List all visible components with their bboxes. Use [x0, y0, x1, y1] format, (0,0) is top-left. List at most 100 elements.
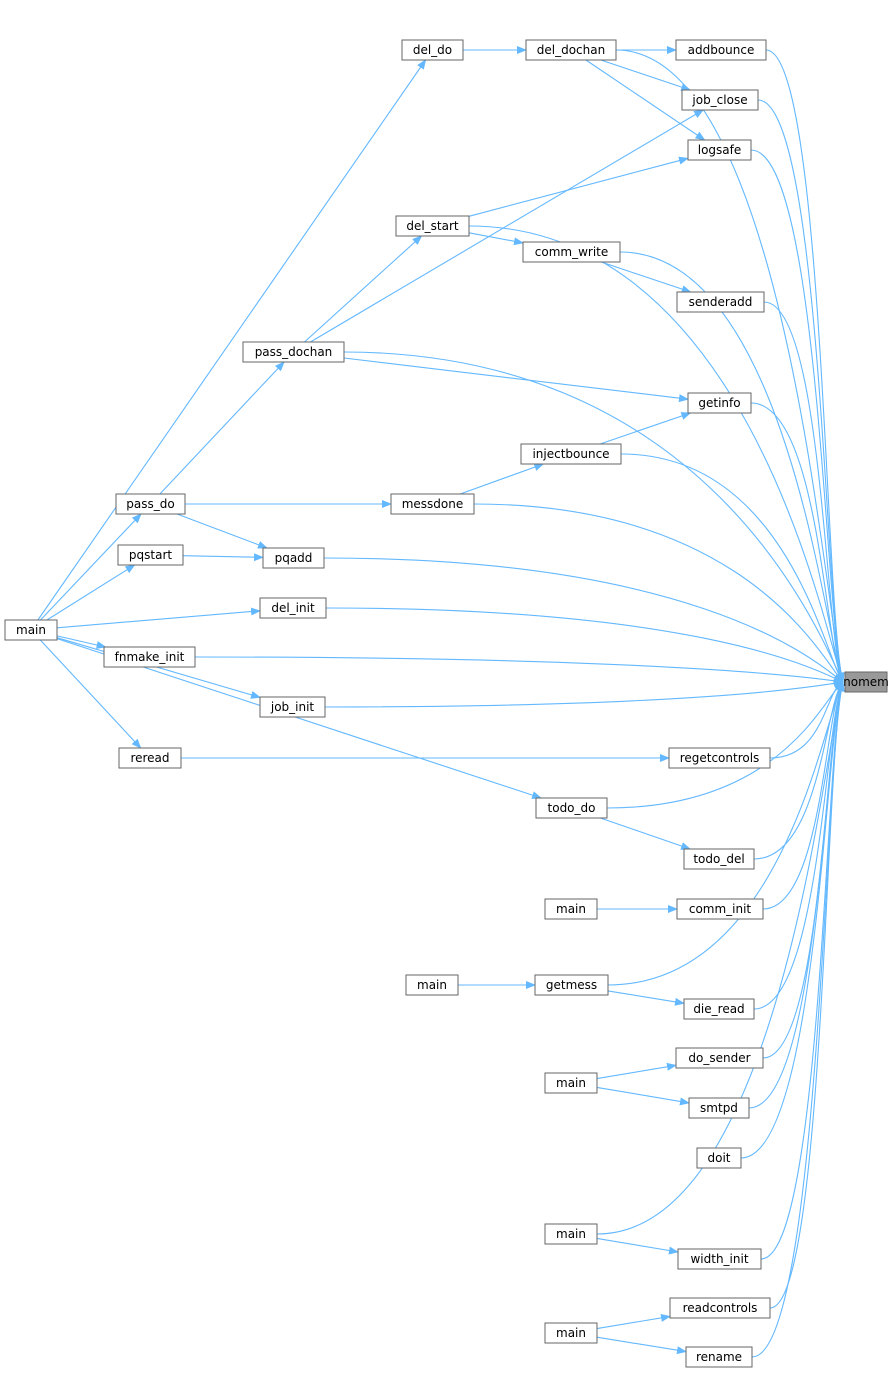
edge-main4-to-smtpd	[596, 1086, 690, 1106]
node-label: main	[16, 623, 46, 637]
node-main1[interactable]: main	[4, 619, 58, 641]
node-getmess[interactable]: getmess	[534, 974, 609, 996]
node-box	[677, 1248, 762, 1270]
edge-doit-to-nomem	[740, 681, 844, 1159]
node-label: readcontrols	[683, 1301, 758, 1315]
node-die_read[interactable]: die_read	[683, 998, 755, 1020]
edge-del_start-to-comm_write	[468, 232, 524, 246]
node-label: nomem	[843, 675, 889, 689]
node-pass_dochan[interactable]: pass_dochan	[242, 341, 345, 363]
edge-job_init-to-nomem	[324, 679, 844, 708]
node-label: width_init	[690, 1252, 748, 1266]
edge-main1-to-fnmake_init	[56, 635, 107, 649]
node-messdone[interactable]: messdone	[390, 493, 475, 515]
edge-todo_del-to-nomem	[753, 681, 844, 860]
edge-rename-to-nomem	[751, 681, 845, 1358]
edge-pass_dochan-to-getinfo	[343, 357, 689, 403]
node-box	[675, 39, 767, 61]
node-getinfo[interactable]: getinfo	[687, 392, 752, 414]
edge-getmess-to-nomem	[607, 681, 844, 986]
edge-del_init-to-nomem	[325, 607, 844, 683]
node-box	[535, 797, 608, 819]
node-doit[interactable]: doit	[696, 1147, 742, 1169]
node-rename[interactable]: rename	[685, 1346, 753, 1368]
edge-pass_do-to-pass_dochan	[159, 361, 285, 495]
edges-layer	[37, 46, 845, 1358]
node-injectbounce[interactable]: injectbounce	[520, 443, 622, 465]
node-box	[687, 392, 752, 414]
node-job_init[interactable]: job_init	[259, 696, 326, 718]
node-box	[115, 493, 186, 515]
node-box	[685, 1346, 753, 1368]
node-box	[259, 696, 326, 718]
node-del_init[interactable]: del_init	[259, 597, 327, 619]
node-addbounce[interactable]: addbounce	[675, 39, 767, 61]
node-del_start[interactable]: del_start	[395, 215, 470, 237]
edge-main1-to-del_do	[37, 59, 427, 621]
node-todo_del[interactable]: todo_del	[683, 848, 755, 870]
node-label: senderadd	[689, 295, 753, 309]
edge-pass_dochan-to-del_start	[304, 235, 423, 343]
node-comm_write[interactable]: comm_write	[522, 241, 621, 263]
node-width_init[interactable]: width_init	[677, 1248, 762, 1270]
node-readcontrols[interactable]: readcontrols	[669, 1297, 771, 1319]
edge-main5-to-width_init	[596, 1237, 679, 1255]
edge-main1-to-pass_do	[40, 513, 142, 621]
node-box	[544, 898, 598, 920]
node-label: die_read	[693, 1002, 744, 1016]
node-do_sender[interactable]: do_sender	[675, 1047, 764, 1069]
edge-comm_write-to-nomem	[619, 251, 844, 683]
node-label: do_sender	[688, 1051, 750, 1065]
node-main2[interactable]: main	[544, 898, 598, 920]
node-fnmake_init[interactable]: fnmake_init	[103, 646, 196, 668]
node-reread[interactable]: reread	[118, 747, 182, 769]
node-pass_do[interactable]: pass_do	[115, 493, 186, 515]
node-label: main	[556, 902, 586, 916]
node-job_close[interactable]: job_close	[681, 89, 759, 111]
edge-del_dochan-to-job_close	[600, 59, 692, 91]
node-main3[interactable]: main	[405, 974, 459, 996]
edge-main1-to-job_init	[56, 637, 261, 699]
node-senderadd[interactable]: senderadd	[676, 291, 765, 313]
node-label: pqadd	[275, 551, 313, 565]
nodes-layer: nomem del_do del_dochan addbounce job_closel…	[4, 39, 889, 1368]
node-main6[interactable]: main	[544, 1322, 598, 1344]
node-main5[interactable]: main	[544, 1223, 598, 1245]
node-label: job_init	[270, 700, 315, 714]
node-box	[668, 747, 771, 769]
node-del_dochan[interactable]: del_dochan	[525, 39, 617, 61]
node-regetcontrols[interactable]: regetcontrols	[668, 747, 771, 769]
node-box	[544, 1322, 598, 1344]
node-box	[118, 747, 182, 769]
node-pqstart[interactable]: pqstart	[117, 544, 184, 566]
node-smtpd[interactable]: smtpd	[688, 1097, 750, 1119]
node-label: comm_write	[535, 245, 609, 259]
node-main4[interactable]: main	[544, 1072, 598, 1094]
edge-injectbounce-to-getinfo	[599, 412, 692, 445]
node-logsafe[interactable]: logsafe	[687, 139, 752, 161]
edge-comm_write-to-senderadd	[601, 261, 692, 293]
node-label: getmess	[546, 978, 597, 992]
edge-main1-to-del_init	[56, 607, 261, 629]
node-todo_do[interactable]: todo_do	[535, 797, 608, 819]
node-del_do[interactable]: del_do	[401, 39, 464, 61]
edge-todo_do-to-todo_del	[600, 817, 692, 850]
node-label: pqstart	[129, 548, 172, 562]
node-box	[534, 974, 609, 996]
node-box	[401, 39, 464, 61]
edge-main6-to-rename	[596, 1336, 687, 1355]
node-comm_init[interactable]: comm_init	[676, 898, 764, 920]
node-pqadd[interactable]: pqadd	[262, 547, 325, 569]
node-label: logsafe	[698, 143, 742, 157]
node-label: todo_do	[548, 801, 596, 815]
edge-job_close-to-nomem	[757, 99, 845, 683]
node-box	[405, 974, 459, 996]
node-box	[395, 215, 470, 237]
node-box	[696, 1147, 742, 1169]
node-label: del_do	[413, 43, 452, 57]
edge-pass_dochan-to-job_close	[310, 109, 704, 343]
edge-del_start-to-logsafe	[468, 156, 689, 217]
node-nomem[interactable]: nomem	[843, 671, 889, 693]
node-box	[681, 89, 759, 111]
edge-main6-to-readcontrols	[596, 1313, 671, 1330]
